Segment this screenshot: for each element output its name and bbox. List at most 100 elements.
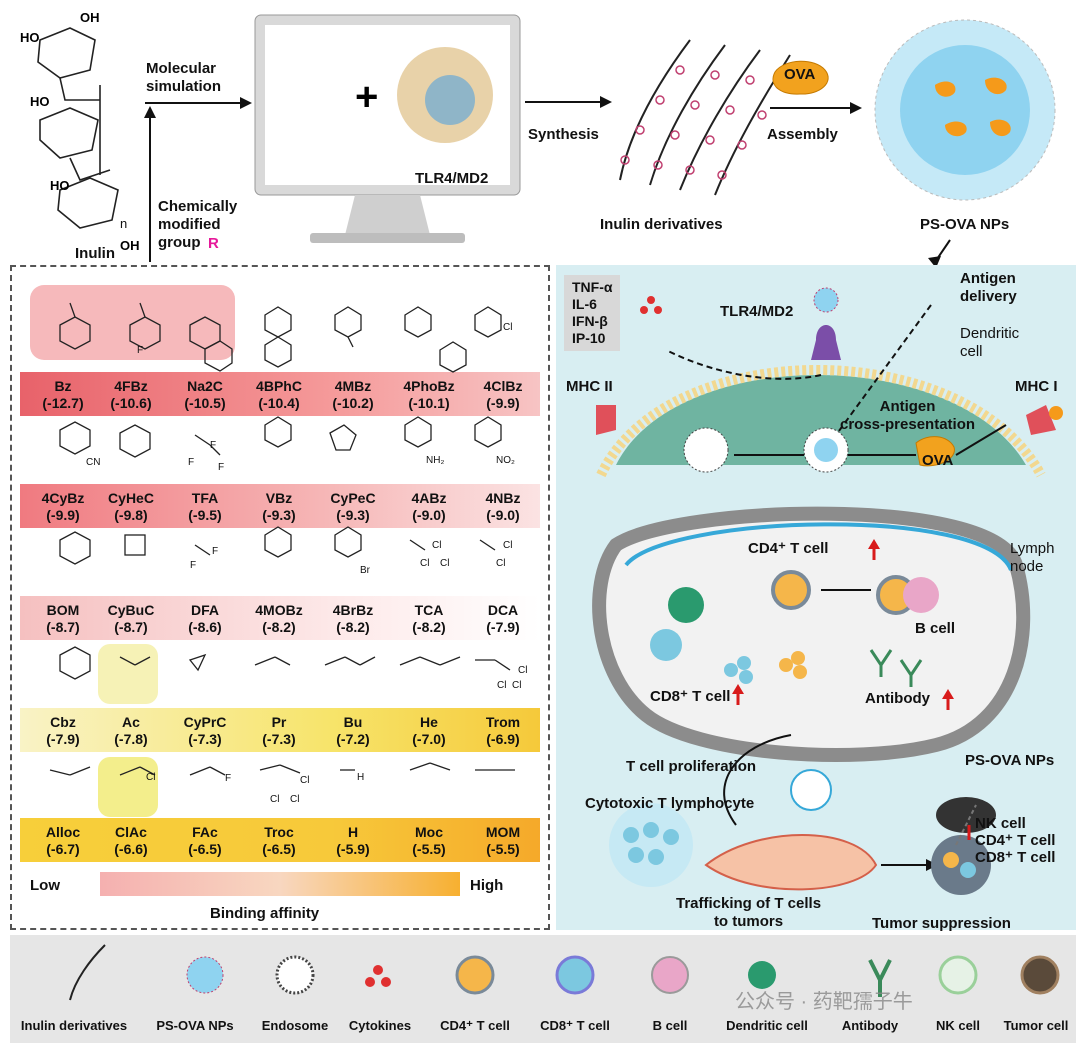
table-cell: Pr(-7.3) [244, 714, 314, 748]
atom-label: Cl [518, 665, 528, 676]
table-cell: Moc(-5.5) [394, 824, 464, 858]
atom-label: F [188, 457, 195, 468]
binding-score: (-7.9) [486, 619, 520, 635]
table-cell: 4MBz(-10.2) [318, 378, 388, 412]
nk-box: NK cell CD4⁺ T cell CD8⁺ T cell [975, 815, 1055, 866]
table-cell: Trom(-6.9) [468, 714, 538, 748]
table-cell: Na2C(-10.5) [170, 378, 240, 412]
modifier-name: H [347, 824, 359, 840]
molecular-simulation-label: Molecular simulation [146, 60, 222, 95]
b-cell-label: B cell [915, 620, 956, 637]
band-row-5 [20, 818, 540, 862]
modifier-name: CyPrC [183, 714, 227, 730]
table-cell: VBz(-9.3) [244, 490, 314, 524]
clac-highlight [98, 757, 158, 817]
modifier-name: 4MBz [334, 378, 372, 394]
binding-score: (-9.0) [486, 507, 520, 523]
cytokine-4: IP-10 [572, 330, 606, 346]
binding-score: (-10.1) [408, 395, 450, 411]
band-row-1 [20, 372, 540, 416]
cytokine-1: TNF-α [572, 279, 613, 295]
ac-highlight [98, 644, 158, 704]
cytokine-2: IL-6 [572, 296, 597, 312]
modifier-name: Troc [264, 824, 294, 840]
atom-label: NH₂ [426, 455, 445, 466]
inulin-derivatives-label: Inulin derivatives [600, 216, 723, 233]
binding-score: (-7.8) [114, 731, 148, 747]
atom-label: Cl [497, 680, 507, 691]
ho-label-1: HO [20, 30, 40, 45]
table-cell: TFA(-9.5) [170, 490, 240, 524]
mhc2-label: MHC II [566, 378, 613, 395]
binding-score: (-8.2) [412, 619, 446, 635]
tumor-suppression-label: Tumor suppression [872, 915, 1011, 932]
ps-ova-label: PS-OVA NPs [920, 216, 1010, 233]
binding-score: (-10.6) [110, 395, 152, 411]
chem-mod-label: Chemically modified group [158, 198, 238, 251]
table-cell: TCA(-8.2) [394, 602, 464, 636]
table-cell: 4CyBz(-9.9) [28, 490, 98, 524]
binding-score: (-7.3) [188, 731, 222, 747]
legend-cd4: CD4⁺ T cell [440, 1018, 510, 1033]
binding-score: (-9.8) [114, 507, 148, 523]
table-cell: 4BrBz(-8.2) [318, 602, 388, 636]
binding-score: (-5.9) [336, 841, 370, 857]
legend-antibody: Antibody [841, 1018, 899, 1033]
repeat-n-label: n [120, 216, 128, 231]
atom-label: F [225, 773, 232, 784]
binding-score: (-12.7) [42, 395, 84, 411]
binding-score: (-8.2) [336, 619, 370, 635]
inulin-label: Inulin [75, 245, 115, 262]
table-cell: Bz(-12.7) [28, 378, 98, 412]
binding-score: (-5.5) [486, 841, 520, 857]
binding-score: (-9.9) [46, 507, 80, 523]
table-cell: Cbz(-7.9) [28, 714, 98, 748]
antigen-delivery-label: Antigen delivery [960, 270, 1017, 305]
binding-score: (-8.7) [46, 619, 80, 635]
watermark: 公众号 · 药靶孺子牛 [735, 991, 913, 1013]
atom-label: F [137, 345, 144, 356]
modifier-name: 4ABz [411, 490, 447, 506]
modifier-name: MOM [485, 824, 521, 840]
inulin-structure [37, 27, 119, 229]
binding-score: (-7.0) [412, 731, 446, 747]
modification-table [10, 265, 550, 930]
ps-ova-nanoparticle [874, 19, 1056, 201]
modifier-name: Na2C [187, 378, 223, 394]
modifier-name: Cbz [50, 714, 76, 730]
binding-score: (-6.7) [46, 841, 80, 857]
cd4-label: CD4⁺ T cell [748, 540, 829, 557]
svg-text:OH: OH [120, 238, 140, 253]
table-cell: Bu(-7.2) [318, 714, 388, 748]
table-cell: He(-7.0) [394, 714, 464, 748]
svg-text:OH: OH [80, 10, 100, 25]
binding-score: (-5.5) [412, 841, 446, 857]
svg-text:HO: HO [50, 178, 70, 193]
atom-label: H [357, 772, 365, 783]
atom-label: Cl [432, 540, 442, 551]
binding-score: (-9.3) [262, 507, 296, 523]
modifier-name: DCA [487, 602, 519, 618]
legend-ps-ova: PS-OVA NPs [156, 1018, 234, 1033]
legend-dendritic: Dendritic cell [726, 1018, 808, 1033]
modifier-name: TCA [414, 602, 444, 618]
modifier-name: CyBuC [107, 602, 155, 618]
binding-score: (-9.9) [486, 395, 520, 411]
table-cell: ClAc(-6.6) [96, 824, 166, 858]
modifier-name: Ac [122, 714, 140, 730]
atom-label: Br [360, 565, 370, 576]
modifier-name: DFA [191, 602, 219, 618]
atom-label: Cl [496, 558, 506, 569]
modifier-name: 4PhoBz [403, 378, 455, 394]
binding-score: (-8.6) [188, 619, 222, 635]
modifier-name: Alloc [45, 824, 81, 840]
legend-nk: NK cell [935, 1018, 981, 1033]
legend-tumor: Tumor cell [1003, 1018, 1069, 1033]
binding-score: (-8.2) [262, 619, 296, 635]
modifier-name: CyHeC [108, 490, 154, 506]
modifier-name: 4CyBz [41, 490, 85, 506]
legend-endosome: Endosome [261, 1018, 329, 1033]
modifier-name: 4NBz [485, 490, 521, 506]
modifier-name: 4BPhC [256, 378, 302, 394]
band-row-4 [20, 708, 540, 752]
